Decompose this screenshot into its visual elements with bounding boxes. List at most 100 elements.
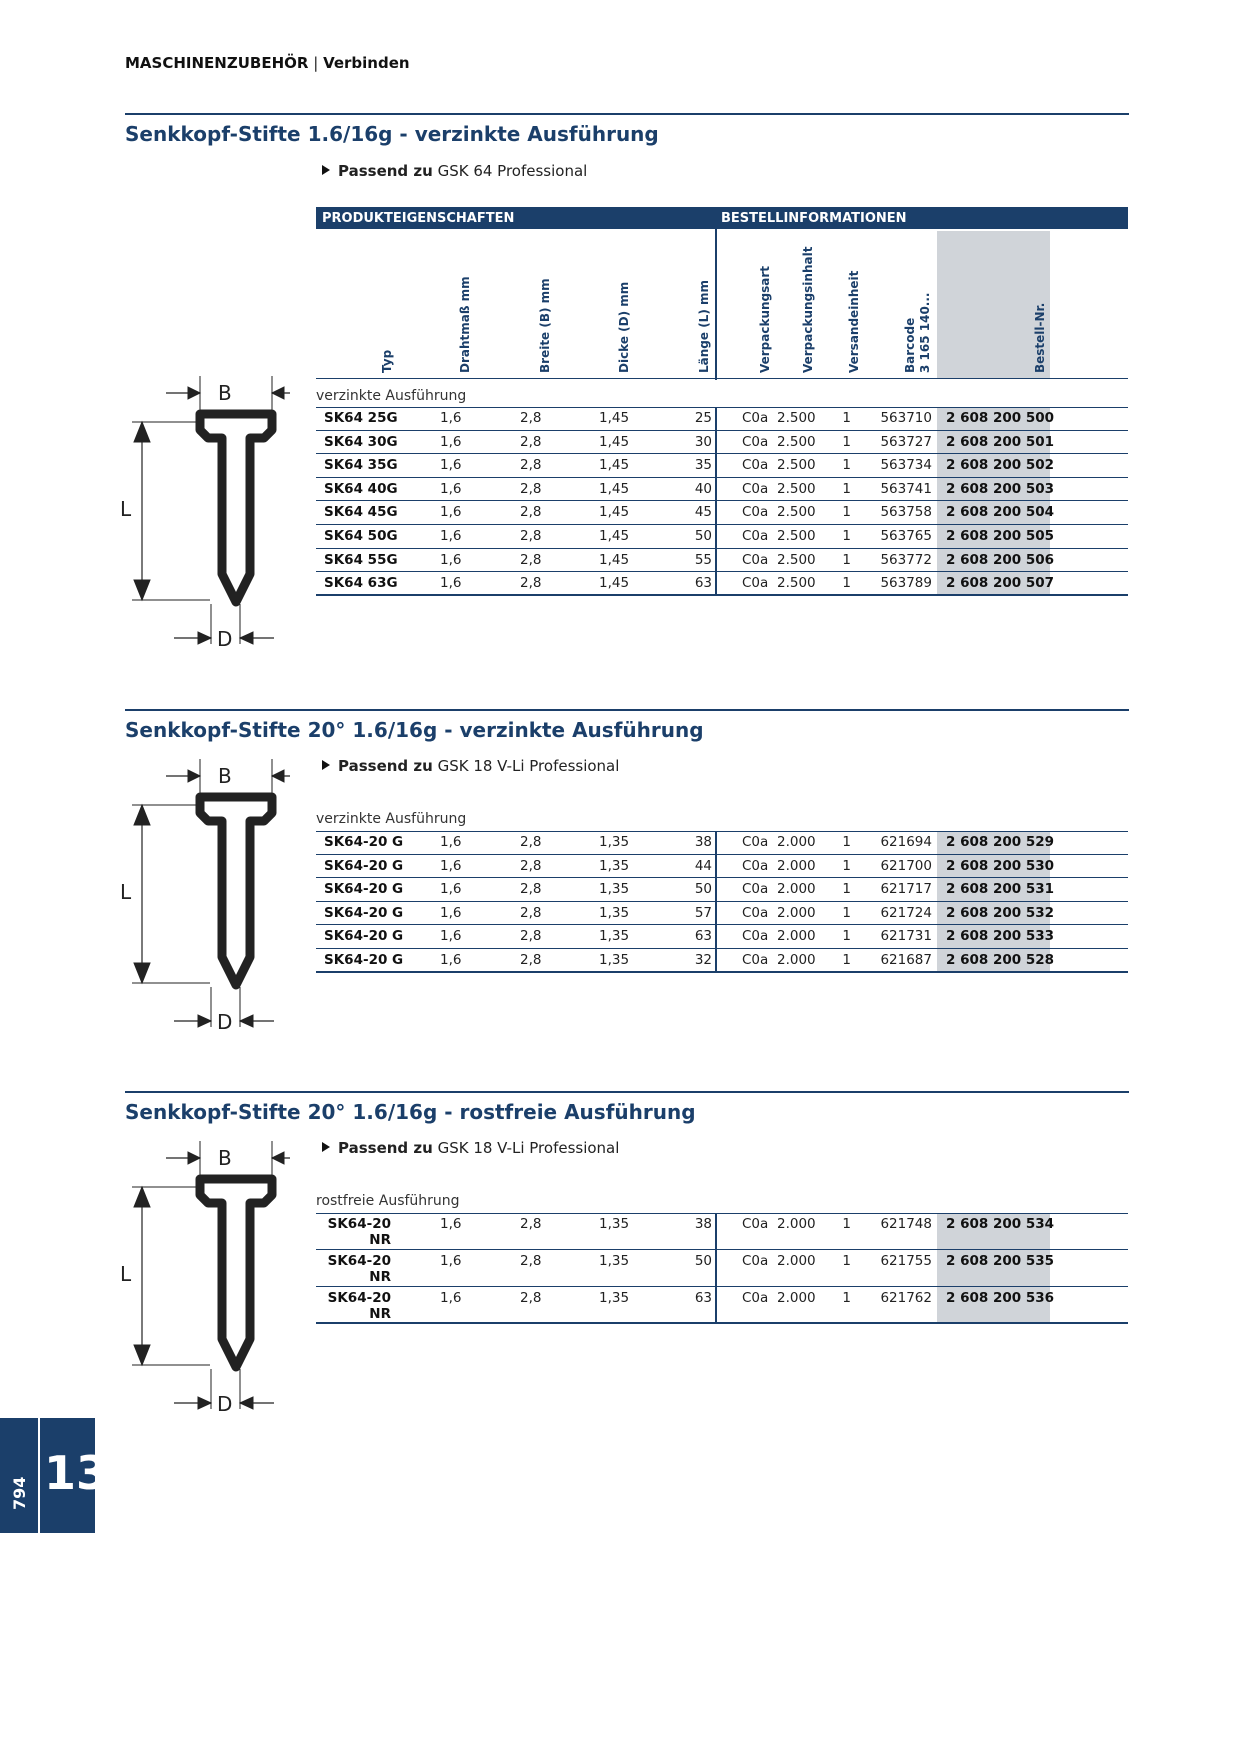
cell-versandeinheit: 1 xyxy=(842,857,851,874)
cell-bestell-nr: 2 608 200 505 xyxy=(946,528,1055,544)
order-number-highlight xyxy=(937,949,1050,973)
cell-drahtmass: 1,6 xyxy=(440,952,462,968)
cell-bestell-nr: 2 608 200 502 xyxy=(946,457,1055,474)
row-rule xyxy=(316,571,1128,573)
cell-verpackungsart: C0a xyxy=(742,551,769,568)
row-rule xyxy=(316,831,1128,832)
column-separator xyxy=(715,572,717,596)
cell-breite: 2,8 xyxy=(520,575,542,592)
cell-typ: SK64-20 G xyxy=(324,834,404,850)
dim-label-l: L xyxy=(120,497,132,521)
cell-dicke: 1,35 xyxy=(599,928,630,945)
cell-typ: SK64-20 G xyxy=(324,928,404,945)
order-number-highlight xyxy=(937,1287,1050,1324)
cell-drahtmass: 1,6 xyxy=(440,904,462,921)
cell-barcode: 621762 xyxy=(880,1290,932,1306)
column-separator xyxy=(715,878,717,902)
cell-typ: SK64 40G xyxy=(324,480,398,497)
cell-dicke: 1,45 xyxy=(599,575,630,592)
col-typ: Typ xyxy=(380,349,394,373)
cell-versandeinheit: 1 xyxy=(842,504,851,521)
cell-breite: 2,8 xyxy=(520,857,542,874)
column-separator xyxy=(715,1287,717,1324)
cell-versandeinheit: 1 xyxy=(842,881,851,898)
cell-dicke: 1,35 xyxy=(599,881,630,898)
col-drahtmass: Drahtmaß mm xyxy=(458,276,472,373)
cell-typ: SK64 45G xyxy=(324,504,398,521)
cell-verpackungsinhalt: 2.000 xyxy=(777,904,816,921)
cell-verpackungsinhalt: 2.500 xyxy=(777,575,816,592)
cell-bestell-nr: 2 608 200 536 xyxy=(946,1290,1055,1306)
cell-verpackungsinhalt: 2.000 xyxy=(777,857,816,874)
row-rule xyxy=(316,1249,1128,1250)
cell-dicke: 1,35 xyxy=(599,1216,630,1232)
order-number-highlight xyxy=(937,548,1050,573)
dim-label-b: B xyxy=(218,381,232,405)
cell-dicke: 1,45 xyxy=(599,504,630,521)
order-number-highlight xyxy=(937,477,1050,502)
order-number-highlight xyxy=(937,854,1050,879)
cell-laenge: 38 xyxy=(694,834,712,850)
section-title: Senkkopf-Stifte 20° 1.6/16g - verzinkte … xyxy=(125,718,704,742)
group-label: rostfreie Ausführung xyxy=(316,1193,460,1209)
col-verpackungsart: Verpackungsart xyxy=(758,265,772,373)
cell-laenge: 50 xyxy=(694,1253,712,1269)
cell-drahtmass: 1,6 xyxy=(440,881,462,898)
section-title: Senkkopf-Stifte 1.6/16g - verzinkte Ausf… xyxy=(125,122,659,146)
triangle-bullet-icon xyxy=(322,760,330,770)
column-separator xyxy=(715,430,717,455)
cell-bestell-nr: 2 608 200 504 xyxy=(946,504,1055,521)
cell-breite: 2,8 xyxy=(520,834,542,850)
cell-versandeinheit: 1 xyxy=(842,928,851,945)
cell-barcode: 621724 xyxy=(880,904,932,921)
cell-versandeinheit: 1 xyxy=(842,410,851,426)
cell-bestell-nr: 2 608 200 534 xyxy=(946,1216,1055,1232)
cell-drahtmass: 1,6 xyxy=(440,928,462,945)
cell-typ: SK64-20 NR xyxy=(327,1290,391,1322)
cell-bestell-nr: 2 608 200 535 xyxy=(946,1253,1055,1269)
cell-bestell-nr: 2 608 200 532 xyxy=(946,904,1055,921)
nail-diagram-1: B L D xyxy=(120,376,290,651)
cell-breite: 2,8 xyxy=(520,410,542,426)
cell-breite: 2,8 xyxy=(520,952,542,968)
dim-label-b: B xyxy=(218,764,232,788)
cell-verpackungsart: C0a xyxy=(742,528,769,544)
dim-label-b: B xyxy=(218,1146,232,1170)
row-rule xyxy=(316,900,1128,902)
cell-bestell-nr: 2 608 200 506 xyxy=(946,551,1055,568)
cell-barcode: 563789 xyxy=(880,575,932,592)
col-verpackungsinhalt: Verpackungsinhalt xyxy=(801,246,815,373)
cell-drahtmass: 1,6 xyxy=(440,575,462,592)
cell-bestell-nr: 2 608 200 528 xyxy=(946,952,1055,968)
cell-dicke: 1,45 xyxy=(599,528,630,544)
cell-versandeinheit: 1 xyxy=(842,457,851,474)
cell-dicke: 1,45 xyxy=(599,410,630,426)
order-number-highlight xyxy=(937,501,1050,525)
column-separator xyxy=(715,1250,717,1287)
order-number-highlight xyxy=(937,1250,1050,1287)
cell-bestell-nr: 2 608 200 503 xyxy=(946,480,1055,497)
dim-label-l: L xyxy=(120,1262,132,1286)
cell-laenge: 57 xyxy=(694,904,712,921)
cell-drahtmass: 1,6 xyxy=(440,410,462,426)
passend-value: GSK 18 V-Li Professional xyxy=(437,757,620,775)
cell-breite: 2,8 xyxy=(520,480,542,497)
cell-barcode: 621694 xyxy=(880,834,932,850)
column-separator xyxy=(715,925,717,949)
section-title: Senkkopf-Stifte 20° 1.6/16g - rostfreie … xyxy=(125,1100,696,1124)
passend-value: GSK 64 Professional xyxy=(437,162,588,180)
cell-barcode: 621755 xyxy=(880,1253,932,1269)
cell-laenge: 25 xyxy=(694,410,712,426)
column-separator xyxy=(715,525,717,549)
row-rule xyxy=(316,947,1128,949)
column-separator xyxy=(715,1213,717,1250)
order-number-highlight xyxy=(937,525,1050,549)
column-separator xyxy=(715,501,717,525)
